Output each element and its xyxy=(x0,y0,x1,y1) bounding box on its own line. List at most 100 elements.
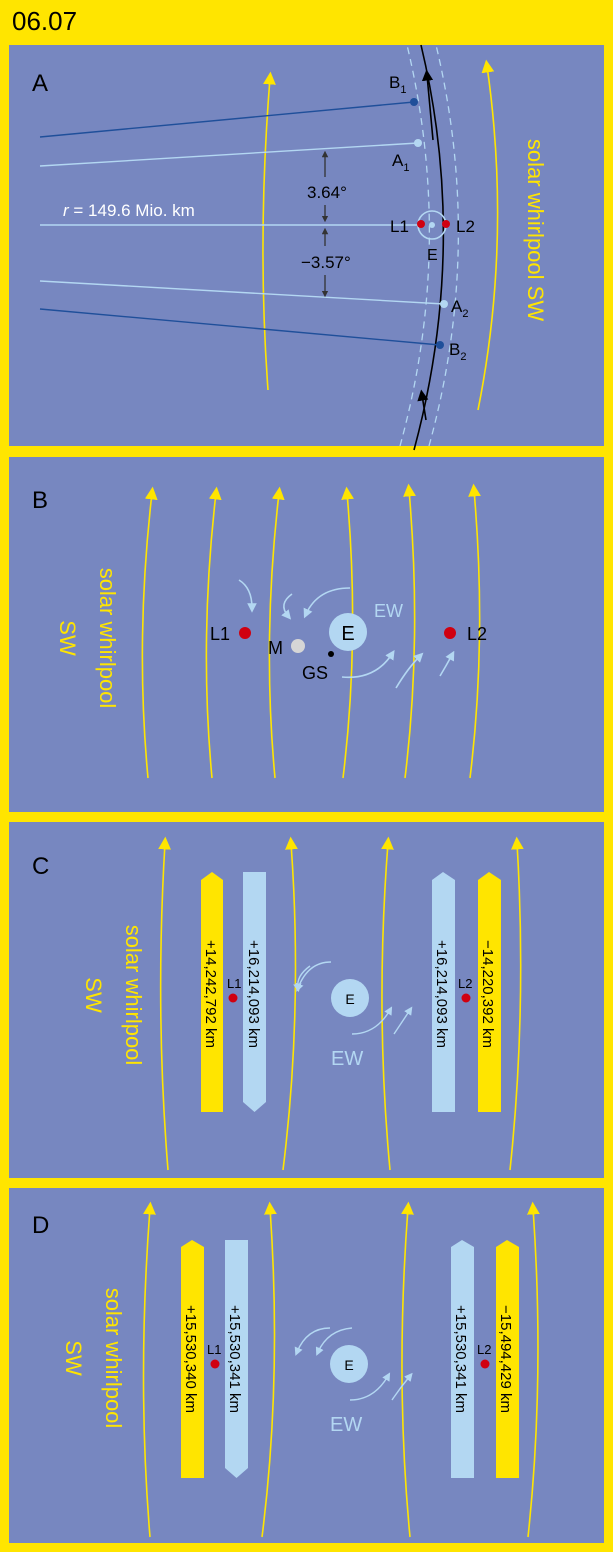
distance-bar-label: +14,242,792 km xyxy=(202,940,219,1048)
l1-label: L1 xyxy=(210,624,230,644)
earth-wind-arrow xyxy=(303,587,351,619)
label-a1: A1 xyxy=(392,151,409,174)
moon-disc xyxy=(291,639,305,653)
distance-bar xyxy=(478,872,501,1112)
point-b2 xyxy=(436,341,444,349)
panel-c-label: C xyxy=(32,853,49,880)
distance-bar xyxy=(496,1240,519,1478)
solar-wind-label: solar whirlpoolSW xyxy=(81,925,146,1066)
l1-point xyxy=(210,1359,220,1369)
solar-wind-arrow xyxy=(262,71,276,391)
earth-label: E xyxy=(344,1357,353,1373)
earth-wind-label: EW xyxy=(374,601,403,621)
moon-label: M xyxy=(268,638,283,658)
label-b1: B1 xyxy=(389,73,406,96)
earth-label: E xyxy=(345,991,354,1007)
solar-wind-arrow xyxy=(468,483,481,779)
l2-point xyxy=(461,993,471,1003)
panel-c-background xyxy=(9,822,604,1178)
l2-label: L2 xyxy=(467,624,487,644)
solar-wind-arrow xyxy=(141,486,158,779)
earth-wind-label: EW xyxy=(331,1048,363,1070)
earth-wind-arrow xyxy=(349,1372,391,1401)
solar-wind-label: solar whirlpool SW xyxy=(523,139,548,321)
l2-label: L2 xyxy=(458,976,472,991)
distance-bar xyxy=(432,872,455,1112)
earth-label: E xyxy=(341,623,354,645)
angle-up-label: 3.64° xyxy=(307,183,347,202)
l2-point xyxy=(442,220,450,228)
distance-bar xyxy=(243,872,266,1112)
solar-wind-label: solar whirlpoolSW xyxy=(61,1288,126,1429)
solar-wind-arrow xyxy=(158,836,172,1171)
earth-wind-arrow xyxy=(294,1327,331,1356)
orbit-band-inner xyxy=(399,44,431,447)
panel-b: B solar whirlpoolSW E EW M GS L1 xyxy=(9,457,604,812)
orbit-band-outer xyxy=(428,44,460,447)
panel-a: A B1 A1 A2 B2 xyxy=(9,44,604,451)
solar-wind-arrow xyxy=(261,1201,277,1538)
solar-wind-arrow xyxy=(282,836,298,1171)
l1-point xyxy=(228,993,238,1003)
point-a1 xyxy=(414,139,422,147)
angle-down-label: −3.57° xyxy=(301,253,351,272)
panel-d-label: D xyxy=(32,1212,49,1239)
earth-wind-arrow xyxy=(393,1006,413,1035)
solar-wind-label: solar whirlpoolSW xyxy=(55,568,120,709)
l2-label: L2 xyxy=(456,217,475,236)
panel-b-background xyxy=(9,457,604,812)
earth-disc xyxy=(331,979,369,1017)
orbit-direction-arrow xyxy=(421,69,434,141)
solar-wind-arrow xyxy=(268,486,285,779)
point-a2 xyxy=(440,300,448,308)
distance-bar-label: +15,530,341 km xyxy=(452,1305,469,1413)
solar-wind-arrow xyxy=(509,836,524,1171)
distance-bar xyxy=(225,1240,248,1478)
ray-b1 xyxy=(39,101,415,138)
panel-b-label: B xyxy=(32,487,48,514)
ray-a1 xyxy=(39,142,419,167)
l1-label: L1 xyxy=(390,217,409,236)
solar-wind-arrow xyxy=(477,59,499,411)
radius-label: r = 149.6 Mio. km xyxy=(63,201,195,220)
panel-a-label: A xyxy=(32,70,48,97)
earth-disc xyxy=(329,613,367,651)
solar-wind-arrow xyxy=(205,486,222,779)
l1-point xyxy=(417,220,425,228)
panel-d: D solar whirlpoolSW +15,530,340 km +15,5… xyxy=(9,1188,604,1543)
point-b1 xyxy=(410,98,418,106)
earth-wind-arrow xyxy=(238,579,257,613)
earth-wind-label: EW xyxy=(330,1414,362,1436)
l2-point xyxy=(480,1359,490,1369)
l2-label: L2 xyxy=(477,1342,491,1357)
solar-wind-arrow xyxy=(142,1201,156,1538)
label-b2: B2 xyxy=(449,340,466,363)
panel-a-background xyxy=(9,45,604,446)
ray-a2 xyxy=(39,280,445,305)
distance-bar xyxy=(181,1240,204,1478)
earth-wind-arrow xyxy=(315,1327,353,1356)
l1-label: L1 xyxy=(207,1342,221,1357)
solar-wind-arrow xyxy=(401,1201,414,1538)
distance-bar-label: +15,530,340 km xyxy=(182,1305,199,1413)
earth-wind-arrow xyxy=(395,652,424,689)
barycenter-label: GS xyxy=(302,663,328,683)
distance-bar-label: +16,214,093 km xyxy=(433,940,450,1048)
earth-wind-arrow xyxy=(351,1006,393,1035)
earth-wind-arrow xyxy=(341,649,395,679)
earth-disc xyxy=(330,1345,368,1383)
distance-bar xyxy=(201,872,223,1112)
l2-point xyxy=(444,627,456,639)
distance-bar-label: −15,494,429 km xyxy=(497,1305,514,1413)
earth-wind-arrow xyxy=(391,1372,413,1401)
solar-wind-arrow xyxy=(403,483,416,779)
solar-wind-arrow xyxy=(381,836,394,1171)
ray-b2 xyxy=(39,308,441,346)
earth-label: E xyxy=(427,247,438,264)
distance-bar-label: +16,214,093 km xyxy=(245,940,262,1048)
l1-label: L1 xyxy=(227,976,241,991)
distance-bar-label: −14,220,392 km xyxy=(479,940,496,1048)
earth-wind-arrow xyxy=(439,650,455,677)
